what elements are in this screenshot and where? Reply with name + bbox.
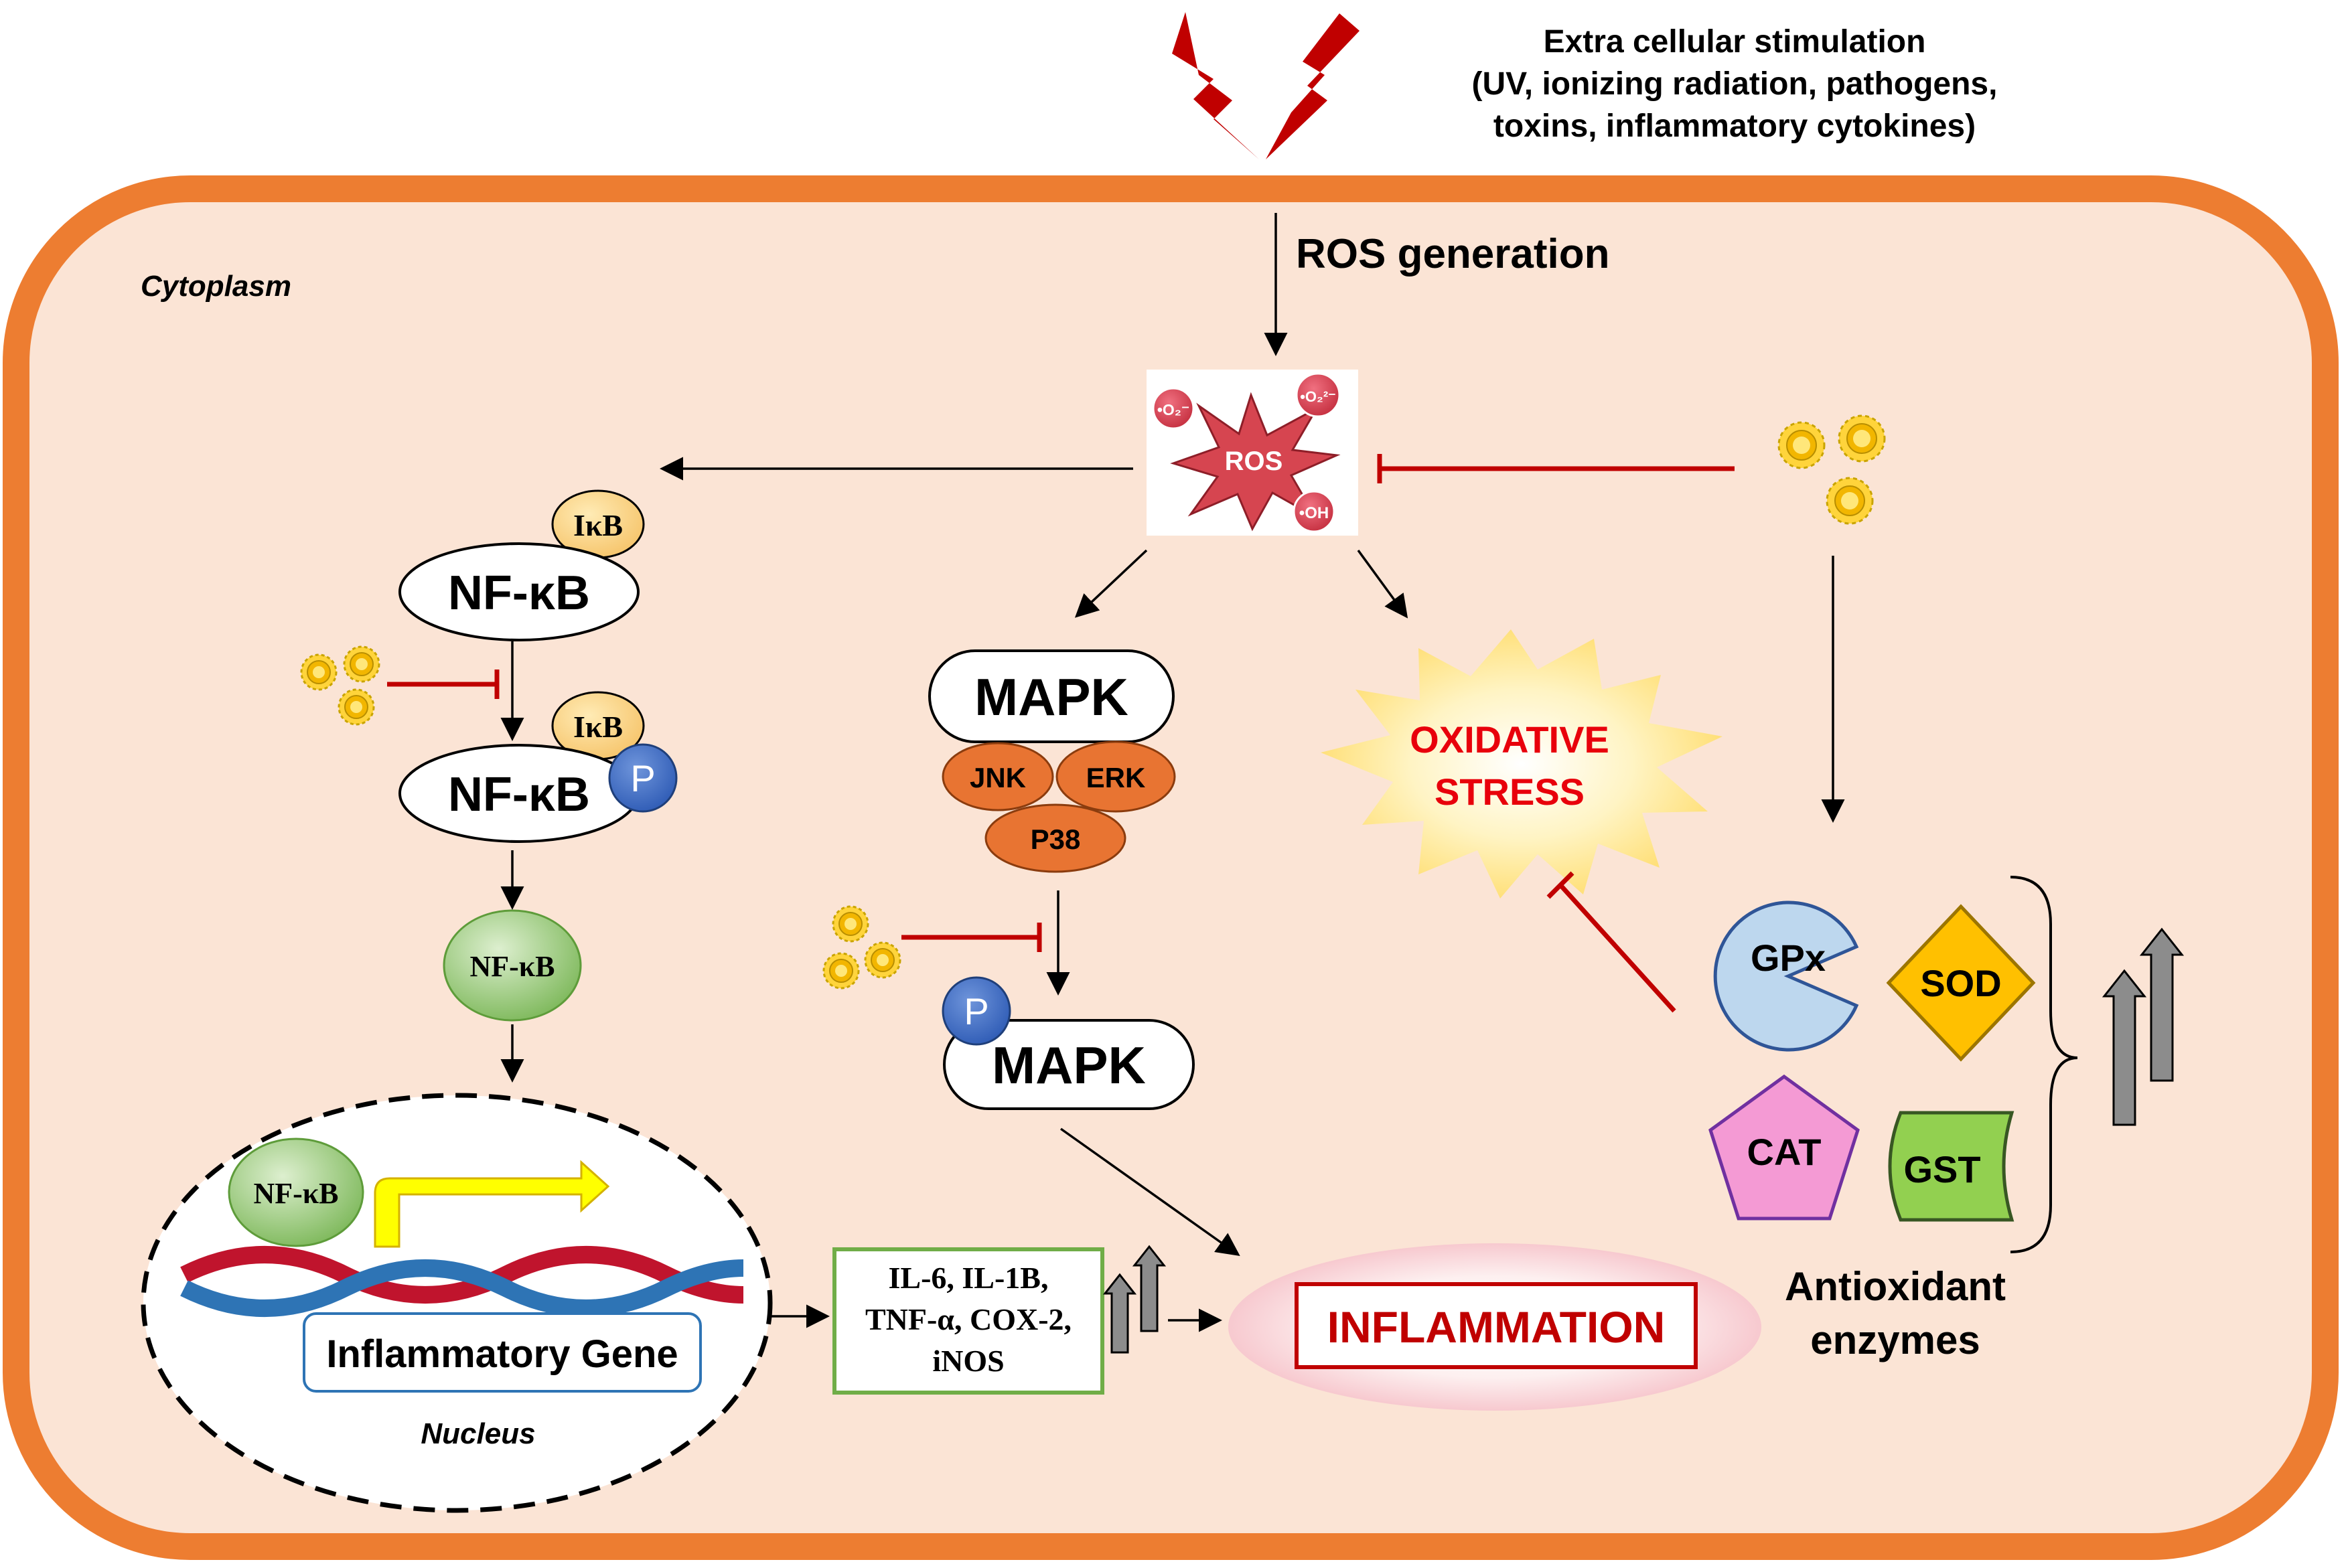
up-arrow-small-2-icon (1132, 1245, 1167, 1332)
cat-enzyme-icon (1708, 1074, 1860, 1221)
nfkb-free (443, 909, 582, 1022)
jnk-label: JNK (970, 762, 1026, 793)
cytokines-line-1: IL-6, IL-1B, (889, 1261, 1049, 1295)
cytokines-line-2: TNF-α, COX-2, (865, 1302, 1072, 1336)
cytokines-box (832, 1247, 1104, 1395)
inflammation-label: INFLAMMATION (1327, 1302, 1666, 1352)
nfkb-complex-1 (398, 542, 640, 641)
nfkb-nucleus-label: NF-κB (253, 1177, 338, 1210)
oxidative-stress-line-2: STRESS (1435, 771, 1585, 813)
lightning-left-icon (1172, 12, 1259, 159)
nfkb-free-label: NF-κB (469, 950, 555, 983)
erk-label: ERK (1086, 762, 1146, 793)
nfkb-label-2: NF-κB (448, 768, 590, 821)
arrow-ros-to-mapk (1074, 549, 1148, 618)
mapk-complex (928, 649, 1175, 743)
phosphate-group-2 (942, 976, 1011, 1046)
up-arrow-small-1-icon (1102, 1273, 1137, 1354)
cytokines-line-3: iNOS (932, 1344, 1004, 1378)
sod-enzyme-icon (1886, 904, 2036, 1062)
mapk-label-2: MAPK (992, 1036, 1146, 1095)
cytoplasm-label: Cytoplasm (141, 270, 291, 303)
ikb-label-2: IκB (573, 710, 623, 744)
p38-label: P38 (1031, 824, 1081, 855)
erk-subunit (1055, 740, 1176, 813)
jnk-subunit (942, 742, 1054, 811)
phosphate-group-1 (608, 743, 678, 813)
phosphate-label-2: P (964, 990, 988, 1032)
enzyme-bracket (2010, 876, 2078, 1253)
inflammation-box (1295, 1282, 1698, 1369)
stimulus-line-3: toxins, inflammatory cytokines) (1493, 108, 1976, 144)
ros-label: ROS (1225, 447, 1283, 476)
up-arrow-large-2-icon (2139, 927, 2185, 1082)
arrow-mapk-to-inflammation (1059, 1127, 1240, 1257)
gpx-label: GPx (1751, 937, 1826, 979)
inflammatory-gene-box (303, 1312, 702, 1393)
oxidative-stress-line-1: OXIDATIVE (1410, 718, 1609, 761)
nfkb-label-1: NF-κB (448, 566, 590, 620)
ros-star-icon (1170, 392, 1341, 532)
nucleus-label: Nucleus (421, 1417, 535, 1450)
hydroxyl-radical-label: •OH (1299, 504, 1329, 522)
superoxide-radical-label: •O₂⁻ (1157, 401, 1189, 418)
stimulus-line-2: (UV, ionizing radiation, pathogens, (1472, 66, 1998, 102)
superoxide-radical-icon (1152, 387, 1195, 430)
inflammatory-gene-label: Inflammatory Gene (326, 1332, 678, 1376)
sod-label: SOD (1920, 962, 2001, 1004)
gst-label: GST (1903, 1148, 1980, 1190)
inhibit-oxidative-bar (1546, 871, 1574, 899)
mapk-phosphorylated (943, 1019, 1195, 1110)
cat-label: CAT (1747, 1131, 1822, 1173)
arrow-ros-to-oxidative (1357, 549, 1408, 619)
lightning-right-icon (1266, 13, 1360, 159)
gpx-enzyme-icon (1713, 900, 1859, 1052)
mapk-label-1: MAPK (974, 668, 1128, 726)
hydroxyl-radical-icon (1293, 490, 1335, 533)
inhibit-oxidative-line (1558, 883, 1676, 1013)
peroxide-radical-icon (1295, 372, 1341, 418)
dna-strand-blue (180, 1259, 744, 1317)
gst-enzyme-icon (1888, 1111, 2014, 1222)
ros-generation-label: ROS generation (1296, 231, 1610, 277)
nfkb-nucleus (228, 1138, 364, 1247)
antioxidant-caption-line-2: enzymes (1810, 1318, 1980, 1362)
up-arrow-large-1-icon (2102, 969, 2147, 1126)
oxidative-stress-burst-icon (1321, 629, 1722, 898)
antioxidant-caption-line-1: Antioxidant (1785, 1264, 2006, 1309)
phosphate-label-1: P (630, 757, 655, 799)
p38-subunit (984, 803, 1126, 873)
peroxide-radical-label: •O₂²⁻ (1300, 388, 1336, 405)
ikb-label-1: IκB (573, 508, 623, 542)
transcription-arrow-icon (374, 1160, 610, 1248)
stimulus-line-1: Extra cellular stimulation (1544, 24, 1926, 60)
